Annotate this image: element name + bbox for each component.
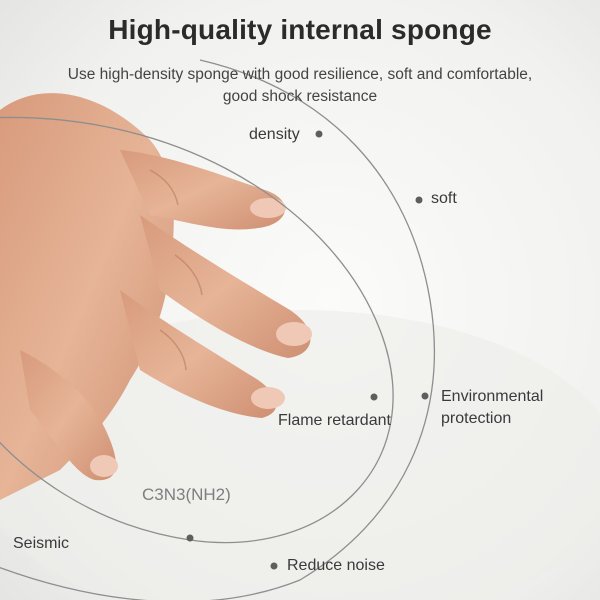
label-soft: soft <box>431 190 457 207</box>
outer-arc <box>0 59 435 600</box>
fingernail <box>276 322 312 346</box>
label-environmental-1: Environmental <box>441 388 544 405</box>
subtitle-line-1: Use high-density sponge with good resili… <box>67 66 533 83</box>
soft-dot <box>415 196 423 204</box>
label-flame-retardant: Flame retardant <box>278 412 391 429</box>
subtitle-line-2: good shock resistance <box>222 88 378 105</box>
hand <box>0 93 312 500</box>
headline: High-quality internal sponge <box>108 14 492 45</box>
seismic-dot <box>186 534 194 542</box>
flame-retardant-dot <box>370 393 378 401</box>
density-dot <box>315 130 323 138</box>
fingernail <box>250 198 286 218</box>
inner-arc <box>0 116 394 544</box>
label-environmental-2: protection <box>441 410 512 427</box>
label-density: density <box>249 126 300 143</box>
label-reduce-noise: Reduce noise <box>287 557 385 574</box>
environmental-dot <box>421 392 429 400</box>
concentric-arcs <box>0 59 435 600</box>
label-seismic: Seismic <box>13 535 70 552</box>
sponge-shadow <box>0 310 600 600</box>
reduce-noise-dot <box>270 562 278 570</box>
fingernail <box>251 387 285 409</box>
fingernail <box>90 455 118 477</box>
chemical-formula: C3N3(NH2) <box>142 485 231 504</box>
